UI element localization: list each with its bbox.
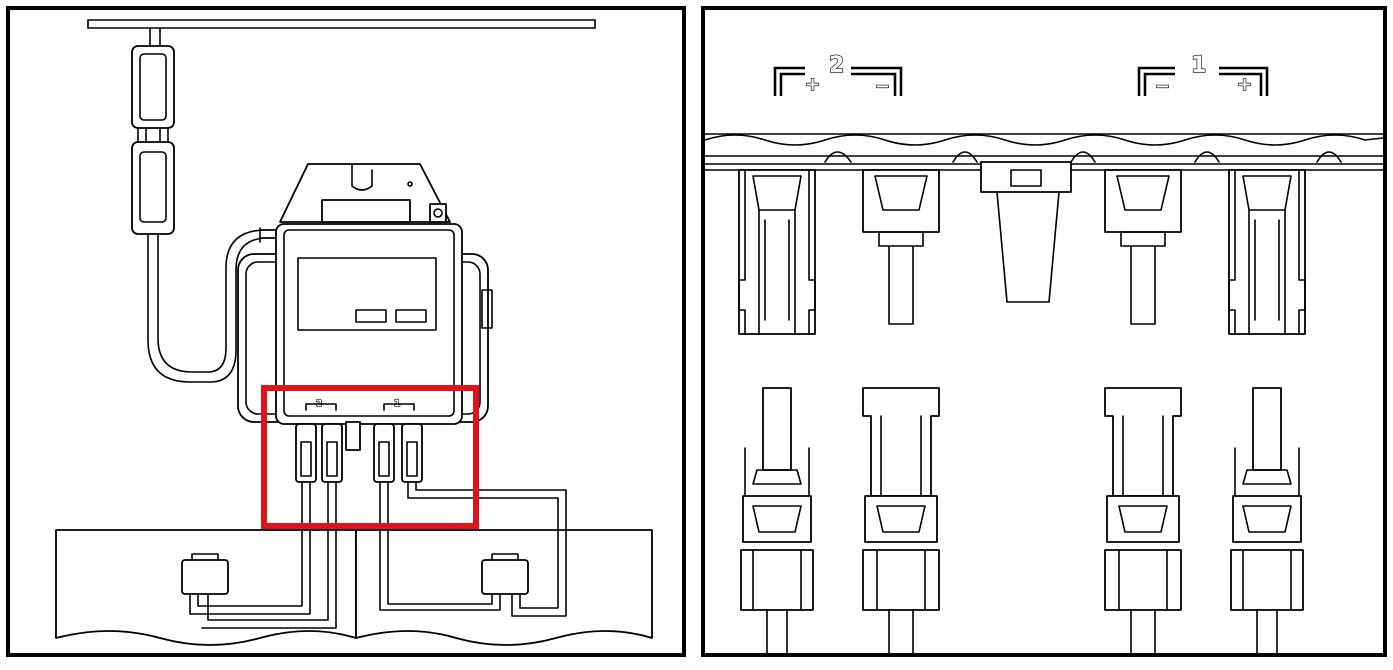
inverter-socket-female-1 (1228, 169, 1306, 335)
junction-box-icon (481, 553, 529, 595)
highlight-box (261, 385, 479, 529)
ac-connector-icon (131, 45, 175, 235)
overview-panel: 2 1 (6, 6, 686, 657)
inverter-socket-male-1 (1104, 169, 1182, 325)
ac-trunk-cable (87, 19, 596, 47)
port-label-group-2: + 2 − (773, 52, 903, 98)
inverter-socket-female-2 (738, 169, 816, 335)
port-label-minus-2: − (875, 76, 890, 97)
mc4-plug-male-2 (740, 387, 814, 653)
connector-detail-diagram: + 2 − − 1 + (705, 52, 1383, 653)
mc4-plug-male-1 (1230, 387, 1304, 653)
dc-wires (189, 481, 567, 629)
port-label-group-1: − 1 + (1137, 52, 1269, 98)
mc4-plug-female-1 (1104, 387, 1182, 653)
overview-diagram: 2 1 (55, 19, 653, 646)
port-label-pair1: 1 (1191, 53, 1206, 78)
mc4-connector-icon (373, 423, 395, 483)
port-label-plus-2: + (805, 74, 820, 95)
port-label-minus-1: − (1155, 76, 1170, 97)
junction-box-icon (181, 553, 229, 595)
mc4-connector-icon (321, 423, 343, 483)
connector-detail-panel: + 2 − − 1 + (701, 6, 1387, 657)
ac-cable (147, 229, 283, 383)
center-vent (980, 161, 1072, 303)
inverter-icon: 2 1 (237, 163, 493, 451)
mc4-plug-female-2 (862, 387, 940, 653)
dc-connectors (295, 423, 423, 483)
port-label-pair2: 2 (829, 53, 844, 78)
port-label-plus-1: + (1237, 74, 1252, 95)
inverter-socket-male-2 (862, 169, 940, 325)
mc4-connector-icon (401, 423, 423, 483)
mc4-connector-icon (295, 423, 317, 483)
